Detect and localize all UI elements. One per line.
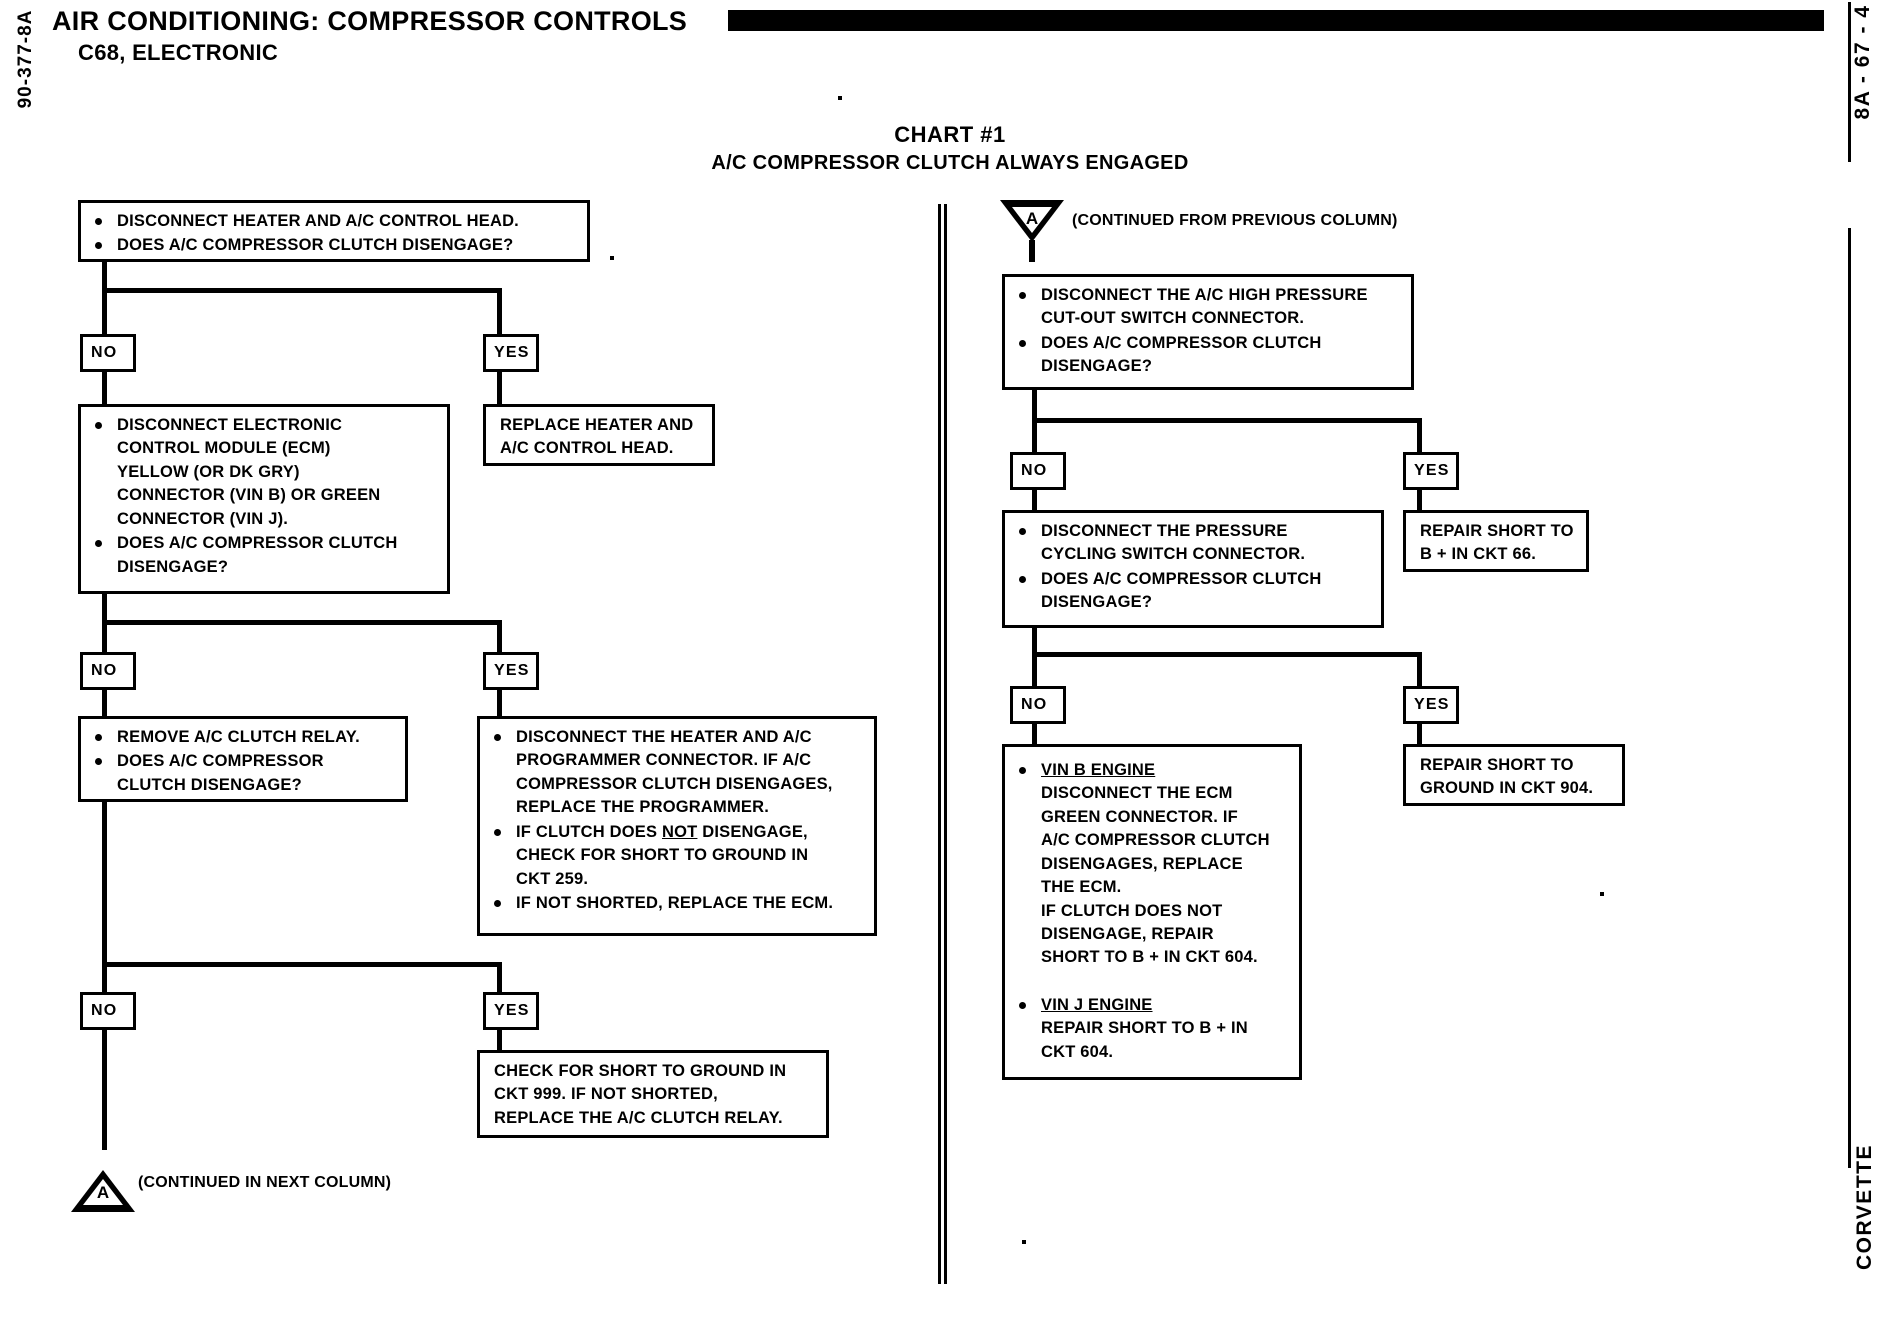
right-box-3-item-1: DISCONNECT THE PRESSURE CYCLING SWITCH C…	[1011, 520, 1373, 567]
right-tag-no-1: NO	[1010, 452, 1066, 490]
connector-l1-yes-tail	[497, 372, 502, 406]
connector-a-letter-2: A	[1025, 209, 1039, 228]
right-margin-rule-bottom	[1848, 228, 1851, 1168]
left-box-1: DISCONNECT HEATER AND A/C CONTROL HEAD. …	[78, 200, 590, 262]
page-speck-left	[610, 256, 614, 260]
right-tag-yes-2: YES	[1403, 686, 1459, 724]
page-speck-right	[1600, 892, 1604, 896]
chart-name: A/C COMPRESSOR CLUTCH ALWAYS ENGAGED	[711, 152, 1189, 174]
connector-r1-stem	[1032, 390, 1037, 418]
connector-l3-left-drop	[102, 962, 107, 992]
left-box-3-item-2: DOES A/C COMPRESSOR CLUTCH DISENGAGE?	[87, 532, 439, 579]
left-box-3-item-1: DISCONNECT ELECTRONIC CONTROL MODULE (EC…	[87, 414, 439, 531]
left-box-5: DISCONNECT THE HEATER AND A/C PROGRAMMER…	[477, 716, 877, 936]
vin-b-engine-heading: VIN B ENGINE DISCONNECT THE ECM GREEN CO…	[1041, 761, 1270, 967]
left-box-4: REMOVE A/C CLUTCH RELAY. DOES A/C COMPRE…	[78, 716, 408, 802]
right-box-4: REPAIR SHORT TO GROUND IN CKT 904.	[1403, 744, 1625, 806]
right-box-3-item-2: DOES A/C COMPRESSOR CLUTCH DISENGAGE?	[1011, 568, 1373, 615]
continued-prev-column-label: (CONTINUED FROM PREVIOUS COLUMN)	[1072, 212, 1398, 229]
connector-r1-no-tail	[1032, 490, 1037, 512]
connector-r1-horizontal	[1032, 418, 1422, 423]
right-tag-yes-1: YES	[1403, 452, 1459, 490]
left-tag-no-1: NO	[80, 334, 136, 372]
brand-label: CORVETTE	[1853, 1144, 1876, 1270]
right-box-2-item-1: REPAIR SHORT TO B + IN CKT 66.	[1420, 522, 1574, 564]
connector-l2-right-drop	[497, 620, 502, 658]
connector-l1-horizontal	[102, 288, 502, 293]
connector-r2-right-drop	[1417, 652, 1422, 690]
connector-l2-left-drop	[102, 620, 107, 658]
page-title: AIR CONDITIONING: COMPRESSOR CONTROLS	[52, 6, 688, 36]
right-box-5-item-2: VIN J ENGINE REPAIR SHORT TO B + IN CKT …	[1011, 994, 1291, 1064]
connector-l2-yes-tail	[497, 690, 502, 718]
connector-l1-right-drop	[497, 288, 502, 334]
right-margin-rule-top	[1848, 2, 1851, 162]
connector-l2-no-tail	[102, 690, 107, 718]
connector-l2-stem	[102, 594, 107, 620]
connector-l3-stem	[102, 802, 107, 962]
connector-r2-horizontal	[1032, 652, 1422, 657]
left-tag-yes-3: YES	[483, 992, 539, 1030]
page-subtitle: C68, ELECTRONIC	[78, 40, 279, 65]
connector-a-next-triangle-icon: A	[71, 1150, 135, 1212]
connector-r1-yes-tail	[1417, 490, 1422, 512]
left-box-5-item-2: IF CLUTCH DOES NOT DISENGAGE, CHECK FOR …	[486, 821, 866, 891]
left-box-1-item-2: DOES A/C COMPRESSOR CLUTCH DISENGAGE?	[87, 234, 579, 257]
right-box-1-item-2: DOES A/C COMPRESSOR CLUTCH DISENGAGE?	[1011, 332, 1403, 379]
header-rule-bar	[728, 10, 1824, 31]
connector-r2-yes-tail	[1417, 724, 1422, 746]
left-box-2-item-1: REPLACE HEATER AND A/C CONTROL HEAD.	[500, 416, 694, 458]
connector-l1-no-tail	[102, 372, 107, 406]
connector-l3-no-tail	[102, 1030, 107, 1150]
connector-a-prev-triangle-icon: A	[1000, 200, 1064, 262]
left-box-6: CHECK FOR SHORT TO GROUND IN CKT 999. IF…	[477, 1050, 829, 1138]
left-tag-yes-2: YES	[483, 652, 539, 690]
left-box-6-item-1: CHECK FOR SHORT TO GROUND IN CKT 999. IF…	[494, 1062, 787, 1127]
connector-l3-right-drop	[497, 962, 502, 992]
left-box-3: DISCONNECT ELECTRONIC CONTROL MODULE (EC…	[78, 404, 450, 594]
connector-r2-no-tail	[1032, 724, 1037, 746]
left-tag-yes-1: YES	[483, 334, 539, 372]
connector-r2-left-drop	[1032, 652, 1037, 690]
connector-a-letter: A	[96, 1183, 110, 1202]
chart-number: CHART #1	[894, 122, 1006, 147]
left-tag-no-2: NO	[80, 652, 136, 690]
connector-l3-horizontal	[102, 962, 502, 967]
left-box-4-item-1: REMOVE A/C CLUTCH RELAY.	[87, 726, 397, 749]
page-speck-top	[838, 96, 842, 100]
column-divider	[938, 204, 947, 1284]
right-box-3: DISCONNECT THE PRESSURE CYCLING SWITCH C…	[1002, 510, 1384, 628]
left-box-5-item-1: DISCONNECT THE HEATER AND A/C PROGRAMMER…	[486, 726, 866, 820]
left-box-1-item-1: DISCONNECT HEATER AND A/C CONTROL HEAD.	[87, 210, 579, 233]
right-box-2: REPAIR SHORT TO B + IN CKT 66.	[1403, 510, 1589, 572]
connector-l3-yes-tail	[497, 1030, 502, 1052]
page-speck-bottom	[1022, 1240, 1026, 1244]
left-box-2: REPLACE HEATER AND A/C CONTROL HEAD.	[483, 404, 715, 466]
right-box-5: VIN B ENGINE DISCONNECT THE ECM GREEN CO…	[1002, 744, 1302, 1080]
right-box-1: DISCONNECT THE A/C HIGH PRESSURE CUT-OUT…	[1002, 274, 1414, 390]
right-box-4-item-1: REPAIR SHORT TO GROUND IN CKT 904.	[1420, 756, 1594, 798]
connector-l2-horizontal	[102, 620, 502, 625]
connector-l1-left-drop	[102, 288, 107, 334]
page-number: 8A - 67 - 4	[1851, 4, 1874, 120]
connector-r2-stem	[1032, 628, 1037, 652]
continued-next-column-label: (CONTINUED IN NEXT COLUMN)	[138, 1174, 392, 1191]
left-tag-no-3: NO	[80, 992, 136, 1030]
document-code: 90-377-8A	[15, 9, 36, 109]
vin-j-engine-heading: VIN J ENGINE REPAIR SHORT TO B + IN CKT …	[1041, 995, 1248, 1061]
right-box-5-item-1: VIN B ENGINE DISCONNECT THE ECM GREEN CO…	[1011, 759, 1291, 970]
right-tag-no-2: NO	[1010, 686, 1066, 724]
connector-l1-stem	[102, 262, 107, 288]
left-box-5-item-3: IF NOT SHORTED, REPLACE THE ECM.	[486, 892, 866, 915]
connector-r1-left-drop	[1032, 418, 1037, 456]
connector-r1-right-drop	[1417, 418, 1422, 456]
triangle-inner-shape-2	[1012, 207, 1052, 233]
left-box-4-item-2: DOES A/C COMPRESSOR CLUTCH DISENGAGE?	[87, 750, 397, 797]
connector-a-stem	[1029, 240, 1035, 262]
right-box-1-item-1: DISCONNECT THE A/C HIGH PRESSURE CUT-OUT…	[1011, 284, 1403, 331]
emphasis-not: NOT	[662, 822, 698, 841]
